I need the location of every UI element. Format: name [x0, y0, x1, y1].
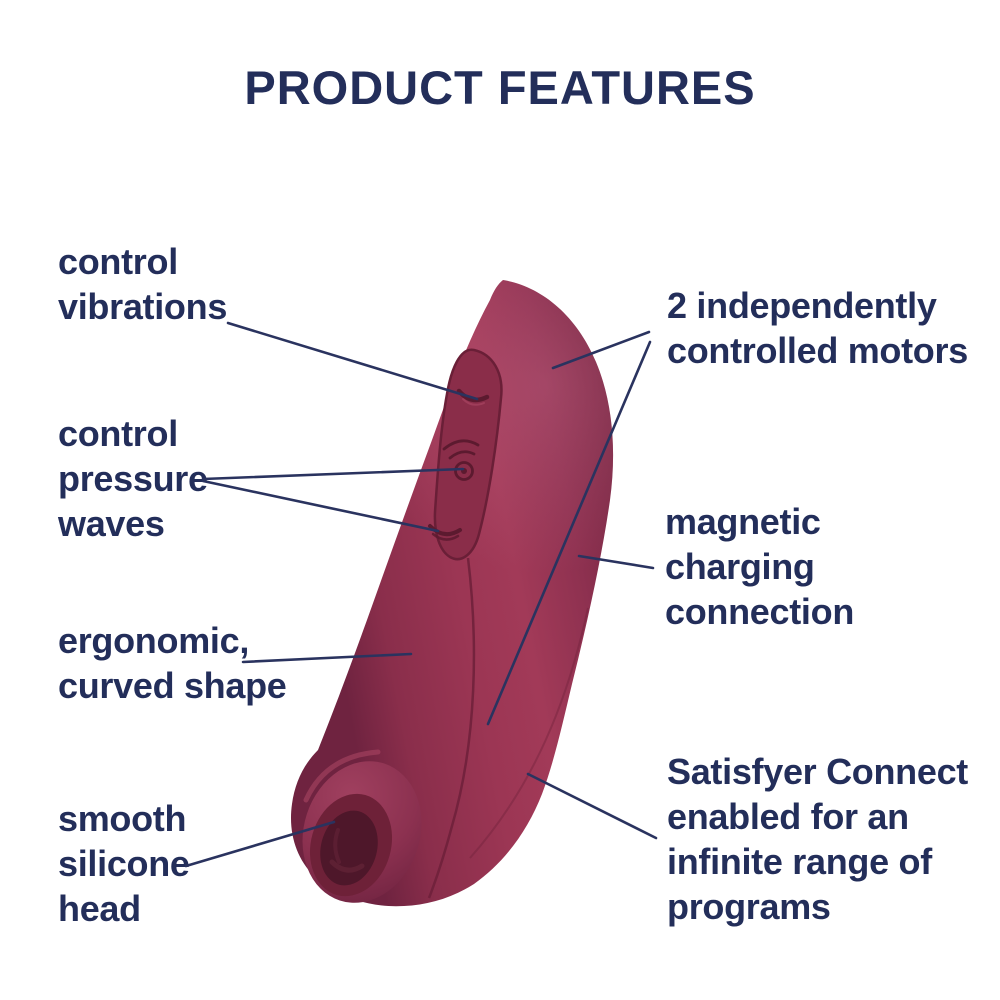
label-control-vibrations: control vibrations [58, 241, 228, 327]
label-satisfyer-connect: Satisfyer Connect enabled for an infinit… [667, 751, 968, 927]
leader-pressure-waves-lower [201, 479, 440, 533]
label-magnetic-charging: magnetic charging connection [665, 501, 855, 632]
label-independent-motors: 2 independently controlled motors [667, 285, 968, 371]
leader-lines [184, 321, 658, 868]
control-panel [433, 348, 503, 561]
device-body-sheen [290, 280, 614, 907]
body-seam-right [469, 607, 589, 859]
leader-ergonomic-shape [241, 652, 413, 664]
leader-control-vibrations [226, 321, 479, 401]
leader-magnetic-charging [577, 554, 655, 570]
label-control-pressure-waves: control pressure waves [58, 413, 208, 544]
leader-satisfyer-connect [526, 772, 658, 840]
label-smooth-silicone-head: smooth silicone head [58, 798, 190, 929]
label-ergonomic-curved-shape: ergonomic, curved shape [58, 620, 287, 706]
leader-pressure-waves-upper [201, 467, 465, 481]
silicone-head [302, 749, 422, 903]
device [290, 280, 614, 907]
pressure-wave-signal-icon [442, 439, 480, 481]
leader-motors-upper [551, 330, 651, 370]
pressure-wave-button-icon [428, 524, 462, 541]
page-title: PRODUCT FEATURES [244, 61, 756, 114]
body-seam [427, 557, 476, 899]
leader-smooth-head [184, 820, 336, 868]
leader-motors-lower [486, 340, 652, 726]
